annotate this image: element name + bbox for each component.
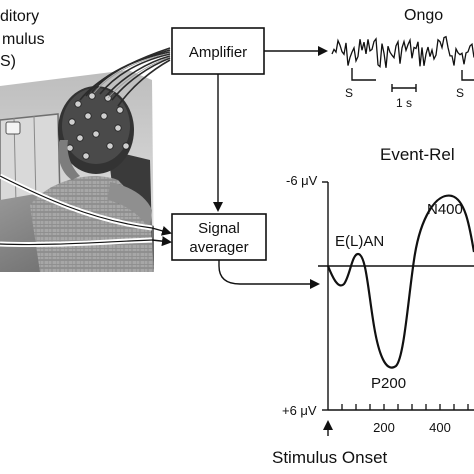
erp-waveform <box>326 194 474 369</box>
erp-component-p200: P200 <box>371 375 406 392</box>
stimulus-label-line3: S) <box>0 53 16 70</box>
participant-photo <box>0 47 171 272</box>
signal-averager-label-line1: Signal <box>198 220 240 237</box>
stimulus-marker-bracket-1 <box>351 68 376 81</box>
stimulus-arrow <box>151 226 172 236</box>
stimulus-marker-1: S <box>345 86 353 100</box>
stimulus-marker-bracket-2 <box>461 70 474 81</box>
stimulus-marker-2: S <box>456 86 464 100</box>
stimulus-label-line1: ditory <box>0 8 39 25</box>
ongoing-eeg-title: Ongo <box>404 7 443 24</box>
stimulus-onset-label: Stimulus Onset <box>272 448 388 467</box>
signal-averager-box: Signal averager <box>171 213 267 261</box>
ongoing-eeg-markers: S 1 s S <box>345 68 474 110</box>
erp-component-n400: N400 <box>427 201 463 218</box>
erp-x-tick-label-200: 200 <box>373 420 395 435</box>
signal-averager-label-line2: averager <box>189 239 248 256</box>
socket-icon <box>5 121 21 135</box>
amplifier-label: Amplifier <box>189 44 247 61</box>
scale-bar <box>391 84 417 92</box>
averager-to-erp-arrow <box>218 260 320 289</box>
stimulus-label-line2: mulus <box>2 31 45 48</box>
erp-y-bottom-label: +6 μV <box>282 403 317 418</box>
erp-title: Event-Rel <box>380 145 455 164</box>
stimulus-label: ditory mulus S) <box>0 8 45 70</box>
scale-bar-label: 1 s <box>396 96 412 110</box>
stimulus-arrow-2 <box>151 236 172 247</box>
erp-axes <box>318 181 474 411</box>
erp-y-top-label: -6 μV <box>286 173 318 188</box>
erp-x-ticks <box>341 404 469 410</box>
amplifier-box: Amplifier <box>171 27 265 75</box>
ongoing-eeg-trace <box>331 35 474 68</box>
erp-component-elan: E(L)AN <box>335 233 384 250</box>
erp-x-tick-label-400: 400 <box>429 420 451 435</box>
